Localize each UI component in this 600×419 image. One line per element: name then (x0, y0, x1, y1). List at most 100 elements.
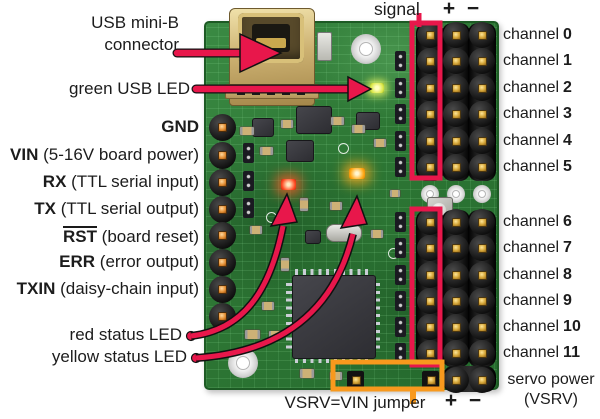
red-led-arrow-head (269, 192, 299, 227)
passive (300, 369, 314, 378)
left-header-pin (217, 311, 227, 321)
servo-power-label: servo power (VSRV) (507, 371, 595, 408)
passive (330, 202, 342, 210)
header-pin (451, 162, 461, 172)
passive (352, 125, 365, 133)
header-pin (477, 83, 487, 93)
passive (331, 117, 344, 125)
pin-label-rst: RST (board reset) (62, 226, 199, 246)
header-pin (477, 296, 487, 306)
resistor-array (243, 198, 254, 218)
passive (240, 127, 254, 135)
signal-box-channels-6-11 (409, 206, 443, 368)
header-pin (477, 56, 487, 66)
left-header-pin (217, 230, 227, 240)
passive (374, 139, 386, 147)
passive (260, 147, 273, 155)
header-pin (425, 162, 435, 172)
passive (250, 226, 262, 234)
header-pin (451, 375, 461, 385)
resistor-array (395, 104, 406, 124)
header-pin (425, 56, 435, 66)
header-pin (477, 162, 487, 172)
yellow-status-led-label: yellow status LED (51, 347, 187, 366)
jumper-pin (426, 375, 436, 385)
pin-label-err: ERR (error output) (59, 252, 199, 271)
through-hole-plus-center (452, 190, 460, 198)
resistor-array (395, 238, 406, 258)
header-pin (477, 136, 487, 146)
header-pin (425, 30, 435, 40)
header-pin (451, 136, 461, 146)
mounting-hole-bottom-center (236, 356, 250, 370)
passive (281, 120, 293, 128)
passive (245, 330, 260, 339)
pin-label-gnd: GND (161, 117, 199, 136)
regulator (286, 140, 314, 162)
header-pin (477, 217, 487, 227)
left-header-pin (217, 284, 227, 294)
header-pin (425, 217, 435, 227)
header-pin (451, 348, 461, 358)
green-usb-led-label: green USB LED (69, 79, 190, 98)
resistor-array (395, 157, 406, 177)
usb-side-component (317, 32, 332, 61)
header-pin (425, 109, 435, 119)
header-pin (477, 109, 487, 119)
pin-label-vin: VIN (5-16V board power) (10, 145, 199, 164)
usb-tongue (256, 38, 286, 48)
small-ic-3 (305, 230, 321, 244)
header-pin (451, 322, 461, 332)
green-led-arrow-head (347, 75, 373, 103)
header-pin (425, 348, 435, 358)
header-pin (425, 136, 435, 146)
yellow-status-led (349, 168, 365, 179)
header-pin (477, 348, 487, 358)
vsrv-jumper-label: VSRV=VIN jumper (284, 393, 426, 412)
header-pin (451, 83, 461, 93)
jumper-pin (351, 375, 361, 385)
signal-label: signal (374, 0, 420, 19)
pin-label-tx: TX (TTL serial output) (34, 199, 199, 218)
red-led-arrow-shaft (190, 225, 286, 339)
resistor-array (395, 78, 406, 98)
mcu-pins-right (373, 283, 380, 351)
header-pin (425, 296, 435, 306)
passive (281, 258, 289, 271)
left-header-pin (217, 122, 227, 132)
header-pin (477, 322, 487, 332)
silkscreen-ring (338, 143, 349, 154)
usb-connector-label: USB mini-B connector (91, 13, 179, 54)
left-header-pin (217, 177, 227, 187)
header-pin (425, 83, 435, 93)
left-header-pin (217, 204, 227, 214)
mounting-hole-top-center (359, 42, 373, 56)
plus-label-bottom: + (444, 389, 458, 412)
signal-box-channels-0-5 (409, 20, 443, 181)
header-pin (425, 243, 435, 253)
header-pin (477, 375, 487, 385)
red-status-led-label: red status LED (69, 325, 182, 344)
yellow-led-arrow-shaft (195, 233, 356, 361)
minus-label-top: − (466, 0, 480, 20)
left-header-pin (217, 257, 227, 267)
vsrv-jumper-box (330, 359, 445, 392)
header-pin (477, 30, 487, 40)
resistor-array (395, 131, 406, 151)
resistor-array (243, 171, 254, 191)
minus-label-bottom: − (468, 389, 482, 412)
passive (300, 198, 308, 211)
